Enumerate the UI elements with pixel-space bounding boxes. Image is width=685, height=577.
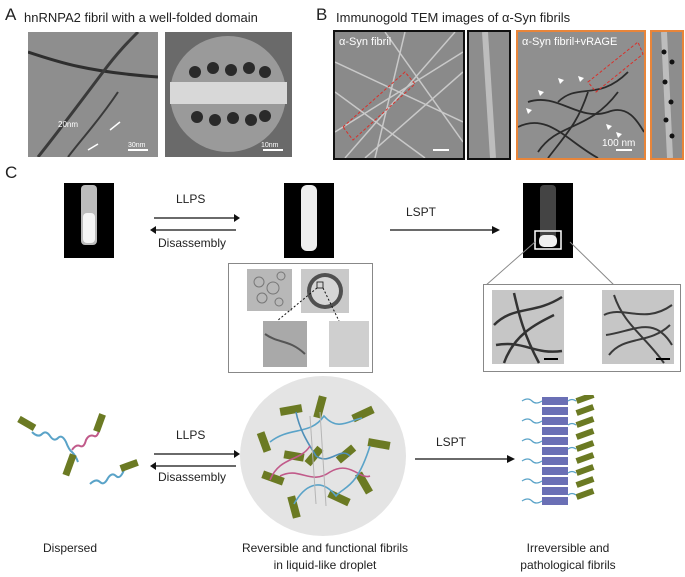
tube-drawing [534,185,562,250]
scale-bar-label: 30nm [128,142,146,149]
zoom-connector-lines [484,241,616,287]
droplet-micrograph-box [228,263,373,373]
em-fibril-drawing [28,32,158,157]
tube-drawing [301,185,317,251]
panel-a-letter: A [5,5,17,24]
caption-irreversible-line1: Irreversible and [526,541,610,555]
lspt-micrograph-box [483,284,681,372]
panel-b-title: Immunogold TEM images of α-Syn fibrils [336,10,571,25]
syn-vrage-drawing [518,32,644,158]
caption-reversible-line1: Reversible and functional fibrils [241,541,409,555]
panel-c-letter: C [5,163,18,182]
tem-image-syn-fibril: α-Syn fibril [333,30,465,160]
droplet-micrographs [247,269,369,367]
double-arrow-bottom [150,450,240,470]
dispersed-monomers-illustration [17,413,139,485]
em-image-class-average: 10nm [165,32,292,157]
caption-irreversible-line2: pathological fibrils [520,558,616,572]
tube-lspt-photo [523,183,573,258]
syn-fibril-drawing [335,32,463,158]
tube-dispersed-photo [64,183,114,258]
lspt-label: LSPT [406,205,437,219]
tem-image-syn-fibril-vrage: α-Syn fibril+vRAGE 100 nm [516,30,646,160]
tem-zoom-syn-fibril [467,30,511,160]
tube-drawing [81,185,97,245]
tem-zoom-syn-fibril-vrage [650,30,684,160]
scale-bar-label: 10nm [261,142,279,149]
panel-a-title: hnRNPA2 fibril with a well-folded domain [24,10,258,25]
scale-bar-label: 100 nm [602,138,636,149]
liquid-droplet-illustration [240,376,406,536]
fibril-width-label: 20nm [58,120,79,129]
caption-reversible-line2: in liquid-like droplet [273,558,377,572]
zoom-drawing [469,32,509,158]
caption-dispersed: Dispersed [42,541,98,555]
arrow-lspt-top [390,226,500,234]
disassembly-label: Disassembly [158,236,227,250]
double-arrow-top [150,214,240,234]
llps-label: LLPS [176,192,206,206]
fibril-stack-illustration [521,395,595,505]
panel-b-letter: B [316,5,328,24]
tube-llps-photo [284,183,334,258]
class-average-drawing [165,32,292,157]
em-image-hnrnpa2-fibril: 20nm 30nm [28,32,158,157]
image-label: α-Syn fibril [339,36,392,48]
zoom-drawing [652,32,682,158]
droplet-contents [256,395,391,519]
lspt-micrographs [492,290,674,364]
disassembly-label: Disassembly [158,470,227,484]
lspt-label: LSPT [436,435,467,449]
llps-label: LLPS [176,428,206,442]
arrow-lspt-bottom [415,455,515,463]
image-label: α-Syn fibril+vRAGE [522,36,618,48]
